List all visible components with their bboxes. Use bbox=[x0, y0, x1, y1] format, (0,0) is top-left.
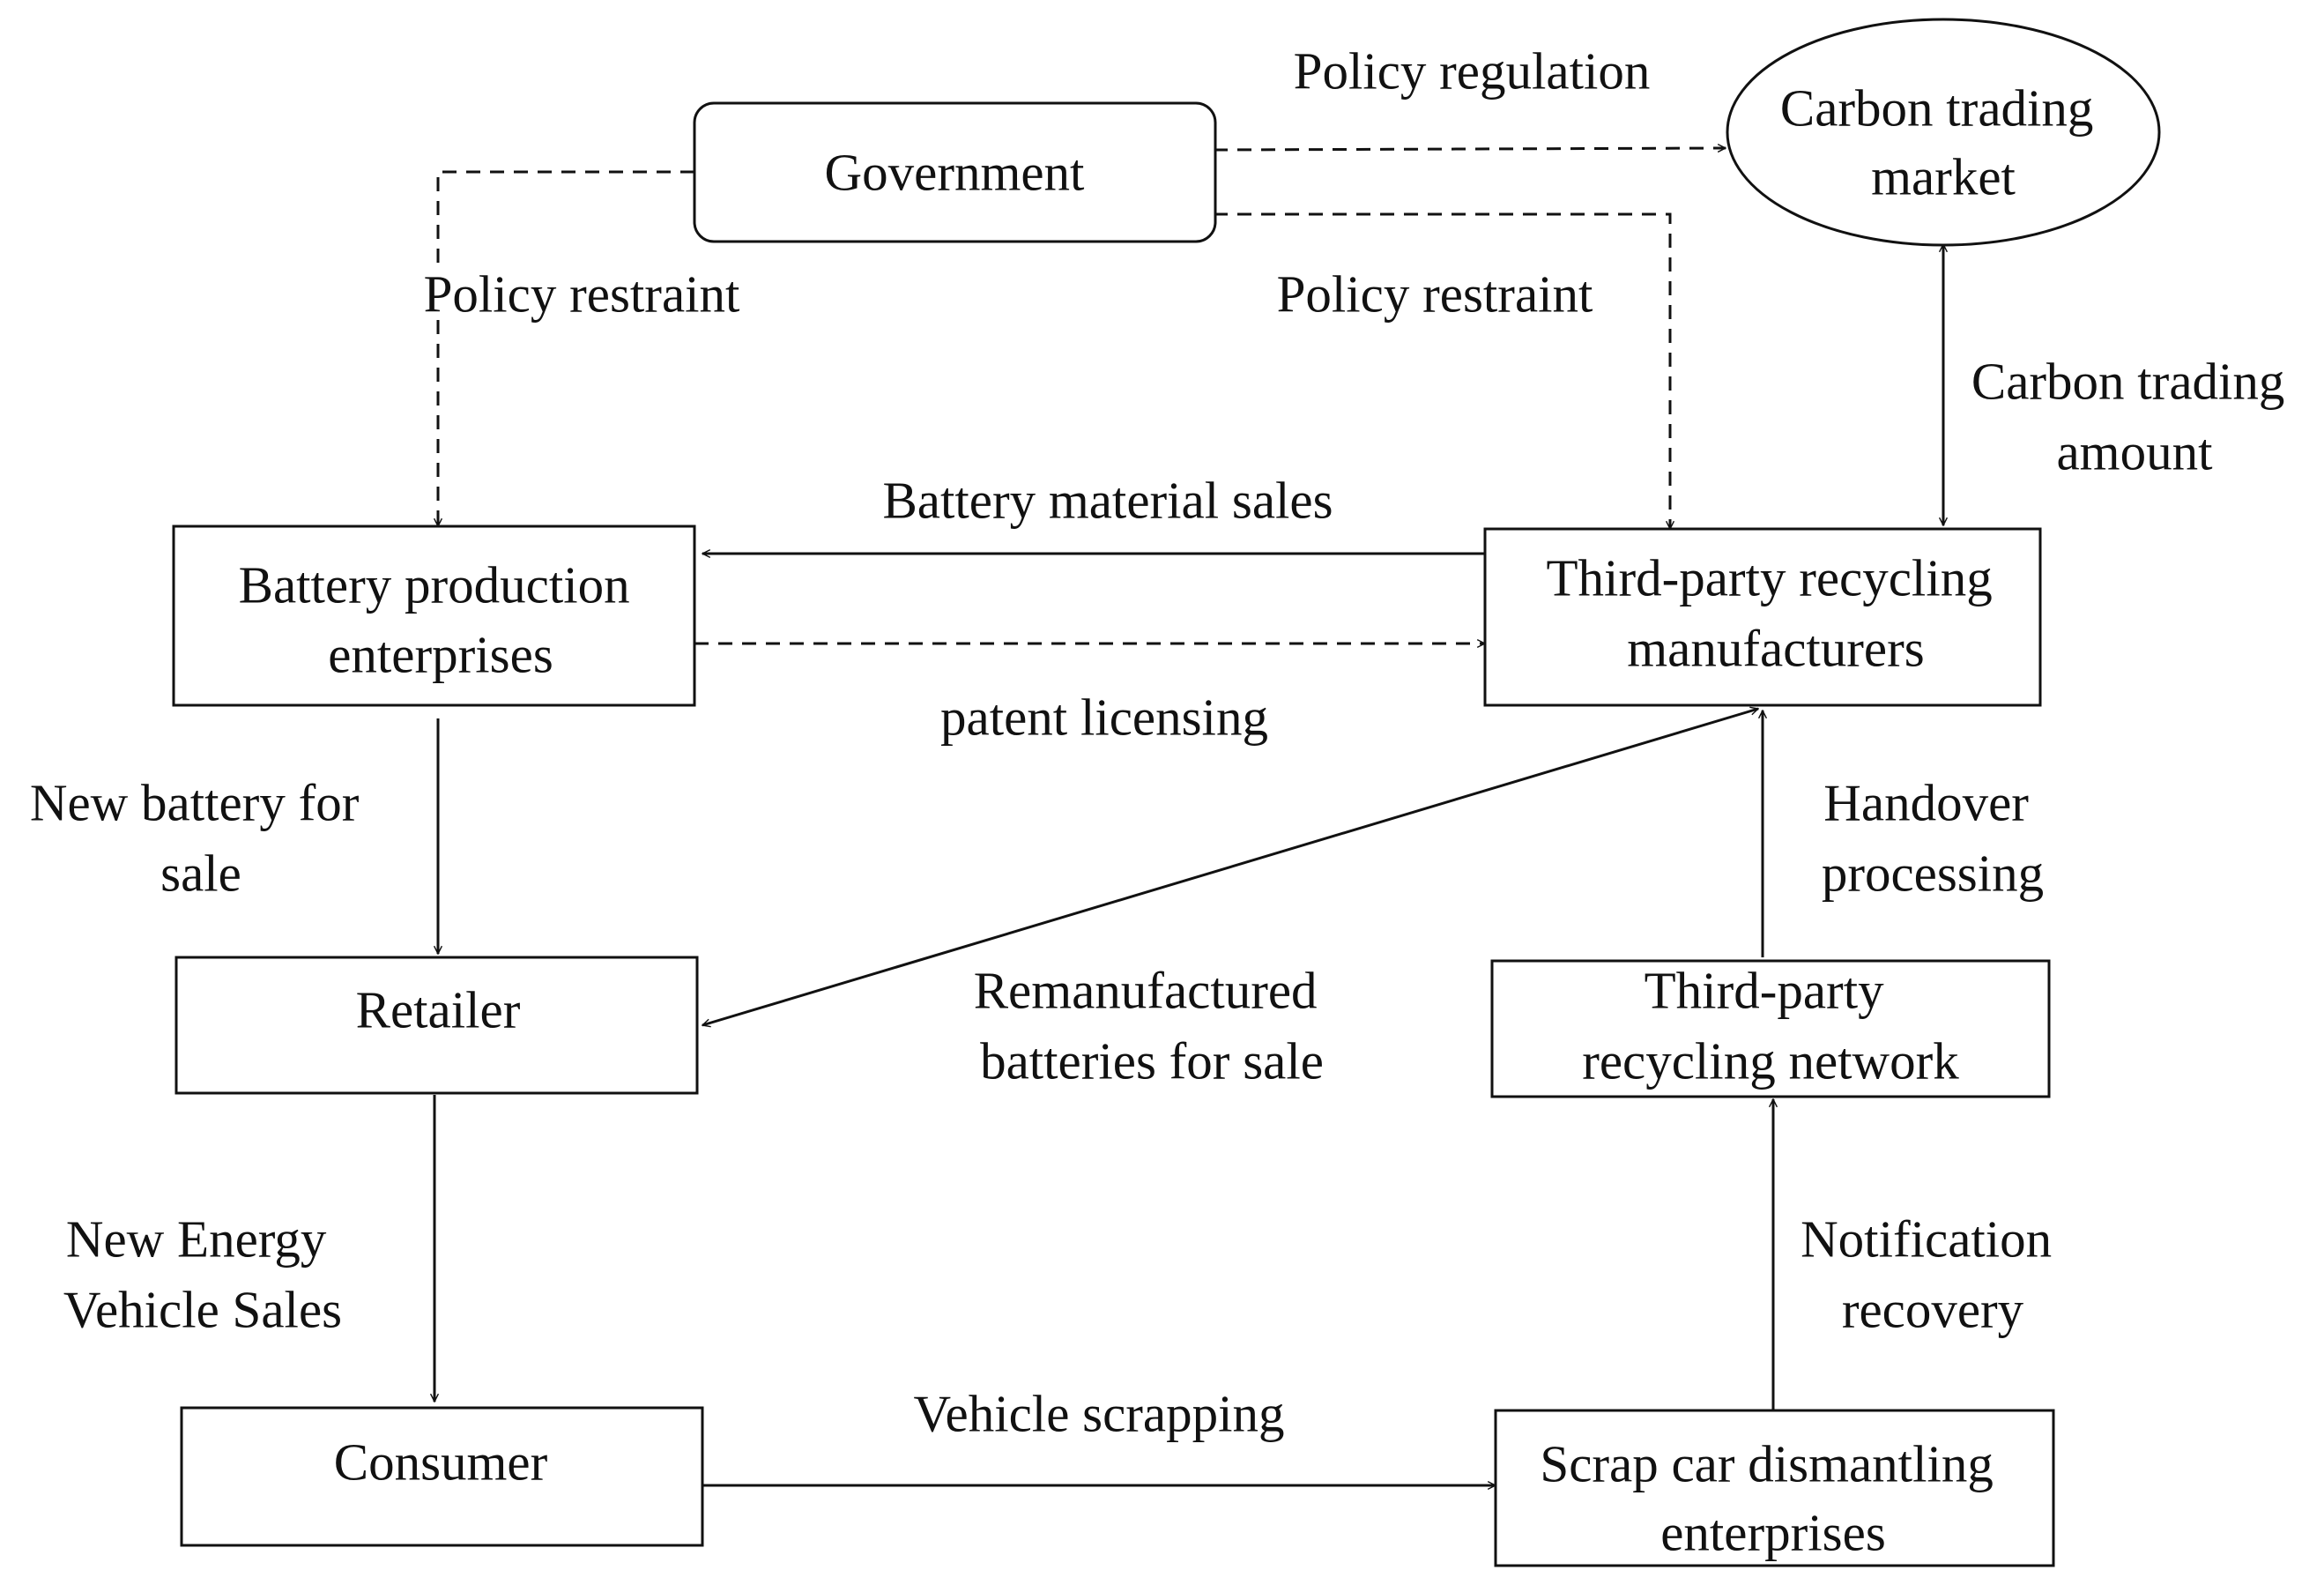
node-battery-production-enterprises: Battery production enterprises bbox=[172, 525, 696, 707]
label-line: Third-party recycling bbox=[1547, 549, 1993, 607]
label-line: Handover bbox=[1823, 774, 2029, 832]
edge-remanufactured-sale bbox=[702, 709, 1758, 1025]
label-line: New battery for bbox=[30, 774, 360, 832]
label-line: Third-party bbox=[1645, 962, 1884, 1020]
label-line: recycling network bbox=[1582, 1032, 1959, 1090]
label-line: batteries for sale bbox=[980, 1032, 1324, 1090]
carbon-market-label: Carbon trading market bbox=[1780, 79, 2106, 206]
label-line: sale bbox=[160, 845, 241, 903]
label-line: Policy regulation bbox=[1294, 42, 1651, 100]
label-line: Scrap car dismantling bbox=[1540, 1435, 1993, 1493]
node-carbon-trading-market: Carbon trading market bbox=[1726, 18, 2161, 247]
label-line: Carbon trading bbox=[1971, 353, 2285, 411]
label-handover-processing: Handover processing bbox=[1822, 774, 2044, 903]
label-notification-recovery: Notification recovery bbox=[1801, 1210, 2065, 1339]
label-line: patent licensing bbox=[940, 688, 1268, 747]
label-line: Battery production bbox=[239, 556, 630, 614]
node-government: Government bbox=[693, 101, 1217, 243]
label-policy-regulation: Policy regulation bbox=[1294, 42, 1651, 100]
third-party-recyclers-label: Third-party recycling manufacturers bbox=[1547, 549, 2006, 678]
edge-policy-regulation bbox=[1213, 148, 1726, 150]
label-line: recovery bbox=[1842, 1281, 2024, 1339]
node-consumer: Consumer bbox=[180, 1406, 704, 1547]
label-line: Notification bbox=[1801, 1210, 2052, 1269]
label-policy-restraint-left: Policy restraint bbox=[424, 265, 740, 324]
label-line: enterprises bbox=[328, 626, 553, 684]
label-line: manufacturers bbox=[1627, 620, 1924, 678]
label-line: enterprises bbox=[1660, 1504, 1886, 1562]
label-line: Government bbox=[825, 144, 1086, 202]
node-third-party-recycling-network: Third-party recycling network bbox=[1490, 959, 2051, 1098]
label-line: Vehicle scrapping bbox=[913, 1385, 1284, 1443]
edge-policy-restraint-right bbox=[1214, 212, 1670, 529]
retailer-label: Retailer bbox=[356, 981, 521, 1039]
label-carbon-trading-amount: Carbon trading amount bbox=[1971, 353, 2298, 481]
node-scrap-car-dismantling-enterprises: Scrap car dismantling enterprises bbox=[1494, 1409, 2055, 1567]
label-line: Carbon trading bbox=[1780, 79, 2094, 138]
label-line: processing bbox=[1822, 845, 2044, 903]
node-retailer: Retailer bbox=[174, 956, 699, 1095]
label-new-battery-sale: New battery for sale bbox=[30, 774, 372, 903]
label-mask bbox=[401, 263, 471, 319]
label-line: market bbox=[1871, 148, 2016, 206]
label-line: New Energy bbox=[66, 1210, 327, 1269]
label-line: Remanufactured bbox=[974, 962, 1318, 1020]
node-third-party-recycling-manufacturers: Third-party recycling manufacturers bbox=[1483, 527, 2042, 707]
label-line: Policy restraint bbox=[424, 265, 740, 324]
label-remanufactured-sale: Remanufactured batteries for sale bbox=[974, 962, 1331, 1090]
label-battery-material-sales: Battery material sales bbox=[882, 472, 1333, 530]
dismantling-label: Scrap car dismantling enterprises bbox=[1540, 1435, 2006, 1562]
label-line: amount bbox=[2057, 423, 2214, 481]
label-patent-licensing: patent licensing bbox=[940, 688, 1268, 747]
label-nev-sales: New Energy Vehicle Sales bbox=[63, 1210, 342, 1339]
consumer-label: Consumer bbox=[334, 1433, 548, 1492]
recycling-network-label: Third-party recycling network bbox=[1582, 962, 1959, 1090]
label-line: Retailer bbox=[356, 981, 521, 1039]
label-line: Battery material sales bbox=[882, 472, 1333, 530]
label-policy-restraint-right: Policy restraint bbox=[1277, 265, 1593, 324]
edge-policy-restraint-left bbox=[438, 170, 694, 526]
battery-producers-label: Battery production enterprises bbox=[239, 556, 643, 684]
label-line: Consumer bbox=[334, 1433, 548, 1492]
label-line: Vehicle Sales bbox=[63, 1281, 342, 1339]
label-line: Policy restraint bbox=[1277, 265, 1593, 324]
government-label: Government bbox=[825, 144, 1086, 202]
label-vehicle-scrapping: Vehicle scrapping bbox=[913, 1385, 1284, 1443]
